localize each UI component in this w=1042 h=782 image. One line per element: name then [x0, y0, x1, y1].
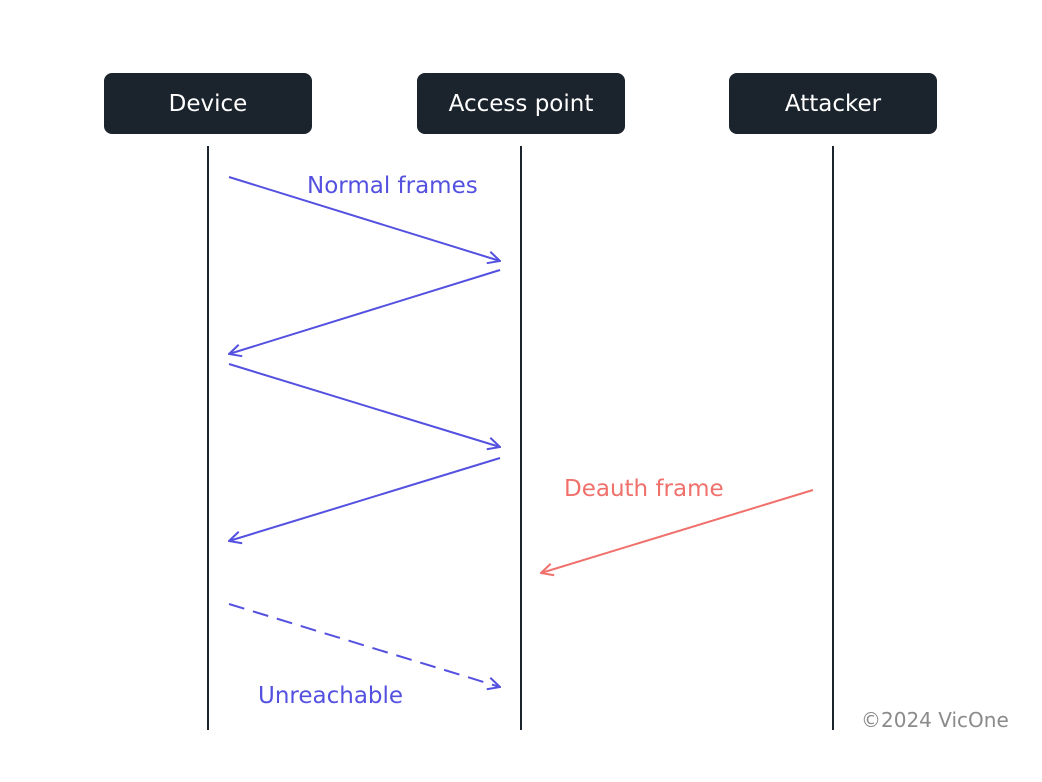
frame-arrow-2-ap-to-device — [229, 269, 501, 354]
actor-attacker-label: Attacker — [784, 90, 882, 117]
actor-access-point-box: Access point — [417, 73, 625, 134]
frame-arrow-4-ap-to-device — [229, 457, 501, 541]
frame-arrow-3-device-to-ap — [228, 363, 500, 447]
deauth-arrow-attacker-to-ap — [541, 489, 814, 573]
actor-device-box: Device — [104, 73, 312, 134]
copyright-notice: ©2024 VicOne — [861, 708, 1009, 732]
actor-attacker-box: Attacker — [729, 73, 937, 134]
frame-arrow-1-device-to-ap — [228, 176, 500, 261]
unreachable-label: Unreachable — [258, 683, 404, 709]
actor-access-point-label: Access point — [448, 90, 594, 117]
deauth-frame-label: Deauth frame — [564, 476, 724, 502]
actor-device-label: Device — [168, 90, 248, 117]
normal-frames-label: Normal frames — [307, 173, 478, 199]
unreachable-dashed-arrow — [228, 603, 500, 687]
